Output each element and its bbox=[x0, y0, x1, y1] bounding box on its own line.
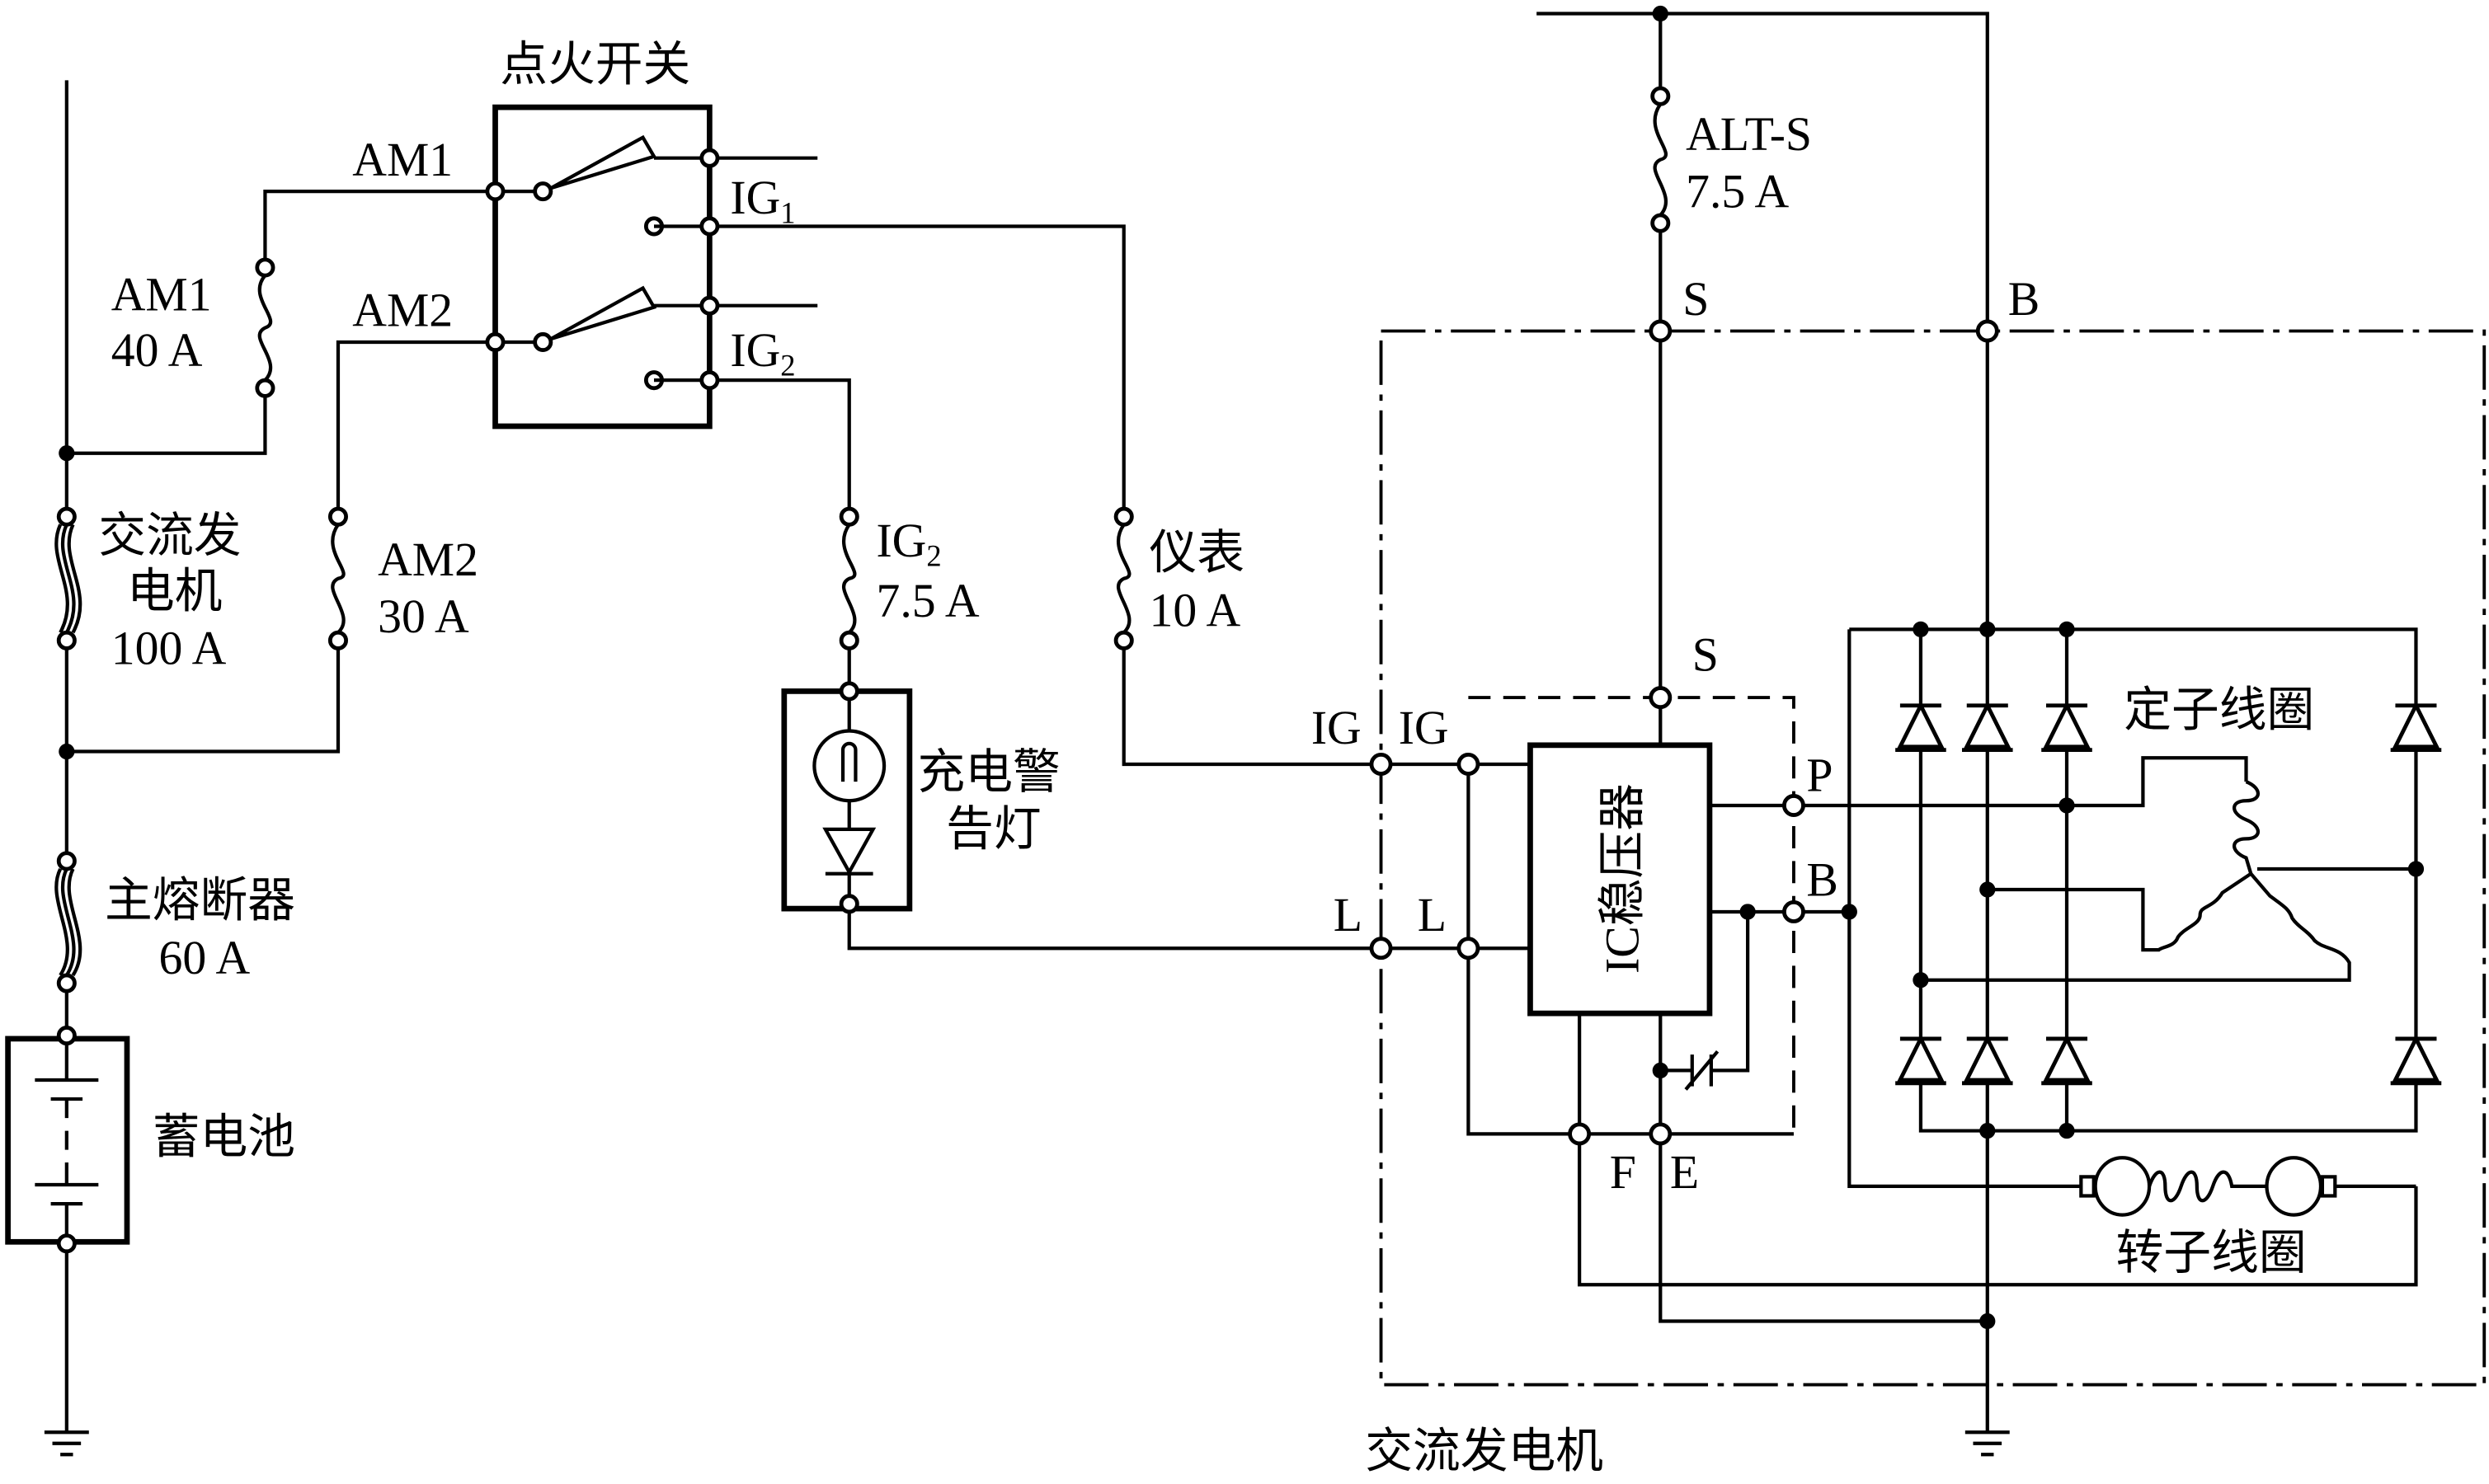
fuse-ig2-name: IG2 bbox=[876, 515, 941, 573]
fuse-meter-rating: 10 A bbox=[1150, 585, 1241, 636]
fuse-meter bbox=[1113, 506, 1134, 650]
fuse-alt-s-rating: 7.5 A bbox=[1686, 166, 1789, 218]
fuse-am2-name: AM2 bbox=[378, 534, 478, 586]
fuse-ig2-rating: 7.5 A bbox=[876, 575, 979, 627]
fuse-alt-s-name: ALT-S bbox=[1686, 109, 1812, 161]
fuse-main-name: 主熔断器 bbox=[105, 876, 295, 928]
ground-symbol-right bbox=[1964, 1430, 2010, 1457]
terminal-e-label: E bbox=[1670, 1147, 1699, 1199]
wire-ig1 bbox=[717, 224, 1373, 767]
terminal-f-label: F bbox=[1610, 1147, 1636, 1199]
alternator-boundary bbox=[1379, 329, 2487, 1387]
stator-coil bbox=[1920, 780, 2416, 982]
switch-contact-am1 bbox=[485, 134, 818, 237]
terminal-s-outer-label: S bbox=[1682, 274, 1709, 326]
fuse-alt-s bbox=[1650, 86, 1671, 233]
am1-terminal-label: AM1 bbox=[352, 134, 453, 186]
fuse-alternator-label: 电机 bbox=[127, 566, 222, 618]
terminal-b-outer bbox=[1975, 319, 1999, 343]
ground-symbol-left bbox=[44, 1430, 89, 1457]
switch-contact-am2 bbox=[485, 285, 818, 391]
fuse-meter-name: 仪表 bbox=[1150, 528, 1244, 580]
rotor-coil-label: 转子线圈 bbox=[2116, 1228, 2307, 1280]
fuse-am1-rating: 40 A bbox=[111, 325, 203, 377]
charge-lamp-label: 充电警 bbox=[918, 747, 1061, 799]
diode-icon bbox=[1895, 701, 2442, 1086]
charge-lamp-label: 告灯 bbox=[946, 804, 1041, 856]
wire-am1 bbox=[66, 189, 496, 455]
ig1-label: IG1 bbox=[730, 172, 795, 230]
terminal-s-outer bbox=[1649, 319, 1673, 343]
terminal-ig-inner-label: IG bbox=[1399, 702, 1449, 754]
fuse-am1-name: AM1 bbox=[111, 269, 212, 321]
capacitor-icon bbox=[1684, 1050, 1720, 1091]
terminal-l-inner-label: L bbox=[1418, 890, 1447, 942]
regulator-wires bbox=[1389, 762, 1794, 1136]
fuse-ig2 bbox=[839, 506, 859, 650]
regulator-boundary bbox=[1468, 696, 1795, 1134]
fuse-am2 bbox=[327, 506, 349, 650]
fuse-alternator-label: 交流发 bbox=[98, 510, 241, 562]
terminal-b-inner-label: B bbox=[1806, 855, 1838, 907]
wire-am2 bbox=[66, 340, 496, 754]
fuse-alternator-100a bbox=[54, 506, 82, 650]
terminal-b-outer-label: B bbox=[2008, 274, 2040, 326]
fuse-alternator-rating: 100 A bbox=[111, 623, 227, 675]
fuse-am1 bbox=[255, 257, 275, 398]
terminal-ig-outer-label: IG bbox=[1311, 702, 1362, 754]
terminal-s-inner-label: S bbox=[1692, 629, 1719, 681]
terminal-l-outer-label: L bbox=[1334, 890, 1362, 942]
fuse-am2-rating: 30 A bbox=[378, 591, 469, 643]
alternator-label: 交流发电机 bbox=[1365, 1426, 1603, 1478]
am2-terminal-label: AM2 bbox=[352, 285, 453, 337]
battery bbox=[5, 1026, 130, 1254]
fuse-main bbox=[54, 851, 82, 993]
lamp-icon bbox=[812, 729, 887, 803]
fuse-main-rating: 60 A bbox=[158, 932, 250, 984]
wire-ig2 bbox=[717, 378, 1373, 951]
terminal-p-label: P bbox=[1806, 750, 1833, 802]
ignition-switch bbox=[492, 104, 713, 430]
ignition-switch-title: 点火开关 bbox=[500, 39, 690, 91]
rotor-coil bbox=[2079, 1156, 2416, 1217]
battery-label: 蓄电池 bbox=[153, 1112, 295, 1164]
diode-icon bbox=[822, 827, 877, 876]
ic-regulator bbox=[1527, 742, 1713, 1017]
stator-coil-label: 定子线圈 bbox=[2124, 685, 2314, 737]
ig2-label: IG2 bbox=[730, 325, 795, 383]
ic-regulator-label: IC稳压器 bbox=[1597, 783, 1649, 974]
charge-warning-lamp bbox=[781, 681, 913, 914]
